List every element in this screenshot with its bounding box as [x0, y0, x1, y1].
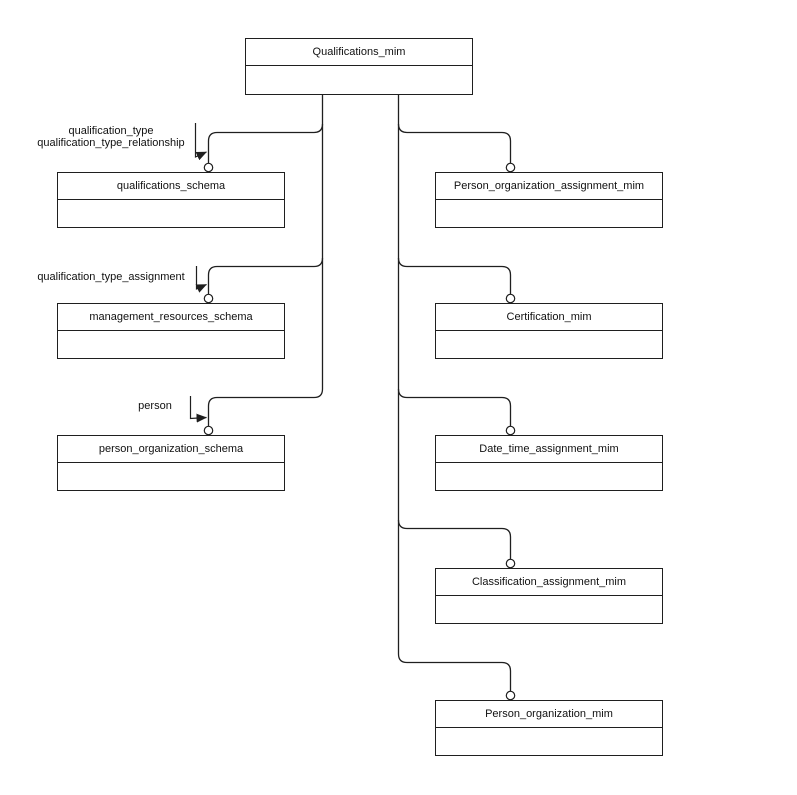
edge-left-branch-1	[207, 123, 324, 164]
node-title: management_resources_schema	[58, 304, 284, 331]
junction-circle-icon	[505, 162, 516, 173]
node-person-organization-schema: person_organization_schema	[57, 435, 285, 491]
edge-label-line: qualification_type_assignment	[37, 271, 185, 283]
node-body	[58, 200, 284, 227]
junction-circle-icon	[505, 690, 516, 701]
node-body	[436, 463, 662, 490]
node-body	[436, 200, 662, 227]
junction-circle-icon	[203, 162, 214, 173]
connector-tree	[207, 95, 512, 692]
node-classification-assignment-mim: Classification_assignment_mim	[435, 568, 663, 624]
edge-label-line: qualification_type	[68, 125, 154, 137]
edge-right-trunk	[397, 95, 512, 692]
node-body	[436, 331, 662, 358]
edge-right-branch-4	[397, 519, 512, 560]
node-body	[58, 463, 284, 490]
edge-label-line: qualification_type_relationship	[37, 136, 185, 149]
edge-label-line: person	[138, 400, 172, 412]
junction-circles	[203, 162, 516, 701]
node-person-organization-mim: Person_organization_mim	[435, 700, 663, 756]
reference-arrow-icon	[195, 266, 207, 293]
edge-label-qualification-type: qualification_type qualification_type_re…	[16, 125, 206, 149]
reference-arrow-icon	[189, 396, 207, 423]
edge-label-person: person	[115, 400, 195, 413]
node-person-organization-assignment-mim: Person_organization_assignment_mim	[435, 172, 663, 228]
node-qualifications-schema: qualifications_schema	[57, 172, 285, 228]
junction-circle-icon	[505, 293, 516, 304]
edge-left-trunk	[207, 95, 324, 427]
node-body	[58, 331, 284, 358]
edge-right-branch-2	[397, 257, 512, 295]
node-title: Date_time_assignment_mim	[436, 436, 662, 463]
node-body	[436, 728, 662, 755]
reference-arrow-icon	[194, 123, 207, 161]
junction-circle-icon	[203, 293, 214, 304]
edge-right-branch-3	[397, 388, 512, 427]
node-title: Person_organization_mim	[436, 701, 662, 728]
node-title: person_organization_schema	[58, 436, 284, 463]
node-body	[436, 596, 662, 623]
node-date-time-assignment-mim: Date_time_assignment_mim	[435, 435, 663, 491]
node-qualifications-mim: Qualifications_mim	[245, 38, 473, 95]
node-title: Qualifications_mim	[246, 39, 472, 66]
node-title: Certification_mim	[436, 304, 662, 331]
reference-arrows	[189, 123, 207, 423]
junction-circle-icon	[505, 425, 516, 436]
node-management-resources-schema: management_resources_schema	[57, 303, 285, 359]
edge-left-branch-2	[207, 257, 324, 295]
node-body	[246, 66, 472, 93]
node-title: Person_organization_assignment_mim	[436, 173, 662, 200]
junction-circle-icon	[203, 425, 214, 436]
node-title: Classification_assignment_mim	[436, 569, 662, 596]
node-certification-mim: Certification_mim	[435, 303, 663, 359]
edge-right-branch-1	[397, 123, 512, 164]
edge-label-qualification-type-assignment: qualification_type_assignment	[16, 271, 206, 284]
junction-circle-icon	[505, 558, 516, 569]
node-title: qualifications_schema	[58, 173, 284, 200]
